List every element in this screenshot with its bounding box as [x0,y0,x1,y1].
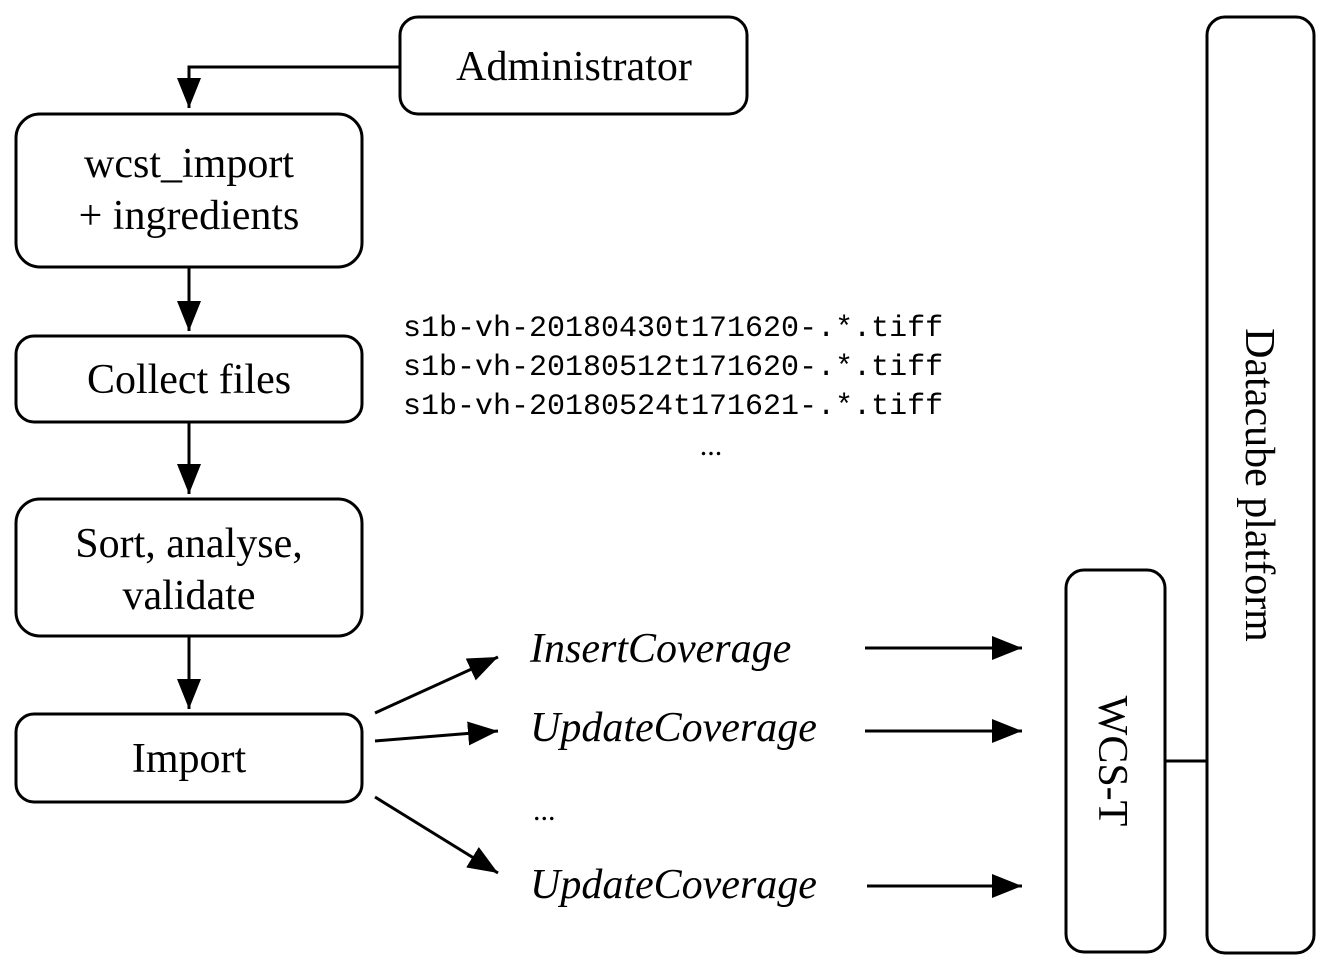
wcst-import-node: wcst_import + ingredients [14,112,364,269]
edge-import-to-insert-coverage [374,655,499,715]
edge-administrator-to-wcst-import [177,65,400,108]
file-patterns-ellipsis: ... [700,429,723,462]
wcs-t-node: WCS-T [1064,568,1167,954]
administrator-node: Administrator [398,15,749,116]
wcst-import-label: wcst_import [84,141,294,187]
request-update-coverage-2: UpdateCoverage [530,862,817,908]
requests-ellipsis: ... [533,794,556,827]
request-insert-coverage: InsertCoverage [529,626,791,672]
file-pattern-1: s1b-vh-20180430t171620-.*.tiff [403,312,943,346]
administrator-label: Administrator [456,44,692,90]
import-label: Import [132,736,247,782]
import-node: Import [14,712,364,804]
datacube-platform-label: Datacube platform [1236,328,1282,642]
sort-analyse-validate-node: Sort, analyse, validate [14,497,364,638]
collect-files-node: Collect files [14,334,364,424]
request-update-coverage-1: UpdateCoverage [530,705,817,751]
sort-analyse-label: Sort, analyse, [75,521,302,567]
wcs-t-label: WCS-T [1089,696,1135,827]
validate-label: validate [123,573,256,619]
edge-import-to-update-coverage-2 [374,795,499,875]
collect-files-label: Collect files [87,357,291,403]
datacube-platform-node: Datacube platform [1205,15,1316,955]
edge-import-to-update-coverage-1 [374,721,499,746]
file-pattern-2: s1b-vh-20180512t171620-.*.tiff [403,351,943,385]
file-pattern-3: s1b-vh-20180524t171621-.*.tiff [403,390,943,424]
ingredients-label: + ingredients [79,193,300,239]
